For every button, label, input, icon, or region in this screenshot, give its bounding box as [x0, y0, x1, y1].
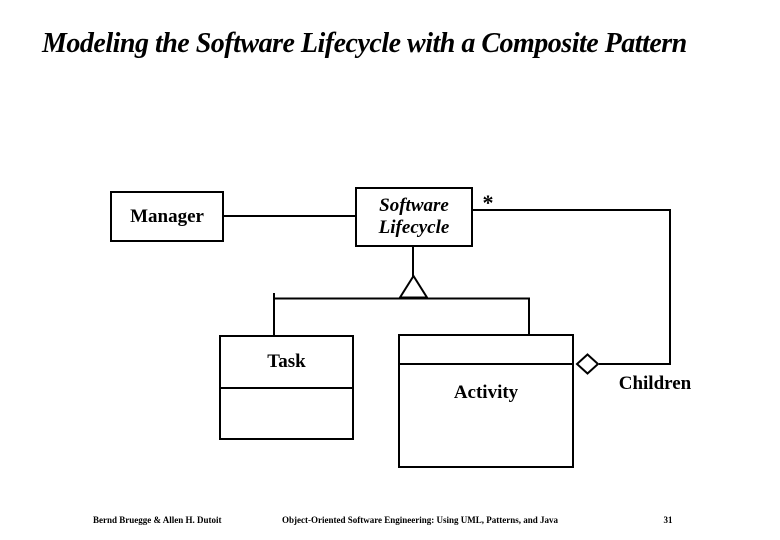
class-name-manager: Manager	[130, 205, 204, 227]
class-name-software-lifecycle: Software Lifecycle	[378, 195, 450, 238]
footer-page-number: 31	[663, 515, 673, 525]
aggregation-diamond-icon	[575, 353, 600, 375]
footer-book-title: Object-Oriented Software Engineering: Us…	[281, 515, 559, 525]
class-box-activity[interactable]: Activity	[398, 334, 574, 468]
class-name-activity: Activity	[453, 382, 519, 403]
slide-footer: Bernd Bruegge & Allen H. Dutoit Object-O…	[0, 512, 780, 532]
task-name-compartment: Task	[221, 337, 352, 389]
class-box-software-lifecycle[interactable]: Software Lifecycle	[355, 187, 473, 247]
generalization-triangle-icon	[398, 274, 429, 299]
slide-title: Modeling the Software Lifecycle with a C…	[42, 28, 687, 59]
aggregation-line-children	[471, 209, 671, 365]
class-box-task[interactable]: Task	[219, 335, 354, 440]
activity-name-compartment: Activity	[400, 365, 572, 404]
class-box-manager[interactable]: Manager	[110, 191, 224, 242]
class-name-task: Task	[267, 351, 306, 372]
aggregation-role-label: Children	[618, 373, 692, 394]
activity-top-compartment	[400, 336, 572, 365]
multiplicity-star-label: *	[482, 190, 494, 215]
footer-authors: Bernd Bruegge & Allen H. Dutoit	[93, 515, 222, 525]
